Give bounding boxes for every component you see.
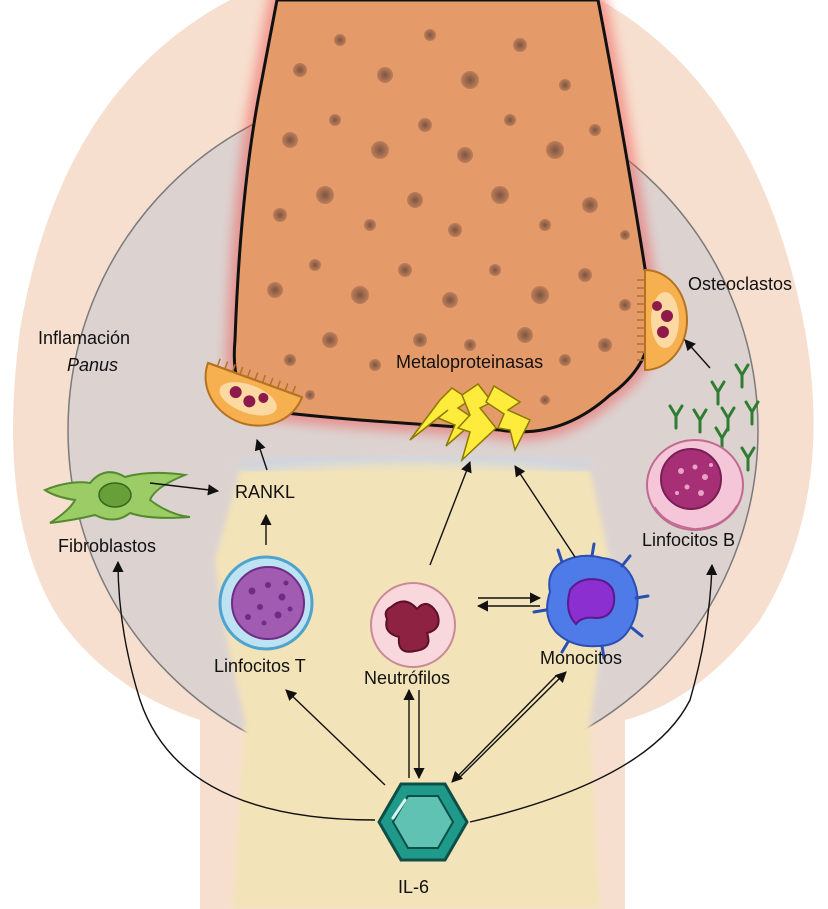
label-neutrofilos: Neutrófilos <box>364 669 450 687</box>
label-osteoclastos: Osteoclastos <box>688 275 792 293</box>
label-fibroblastos: Fibroblastos <box>58 537 156 555</box>
label-linfocitos-t: Linfocitos T <box>214 657 306 675</box>
t-lymphocyte <box>220 557 312 649</box>
neutrophil <box>371 583 455 667</box>
b-lymphocyte <box>647 440 743 530</box>
label-metaloproteinasas: Metaloproteinasas <box>396 353 543 371</box>
label-rankl: RANKL <box>235 483 295 501</box>
label-il6: IL-6 <box>398 878 429 896</box>
label-inflamacion: Inflamación <box>38 329 130 347</box>
label-linfocitos-b: Linfocitos B <box>642 531 735 549</box>
label-monocitos: Monocitos <box>540 649 622 667</box>
label-panus: Panus <box>67 356 118 374</box>
